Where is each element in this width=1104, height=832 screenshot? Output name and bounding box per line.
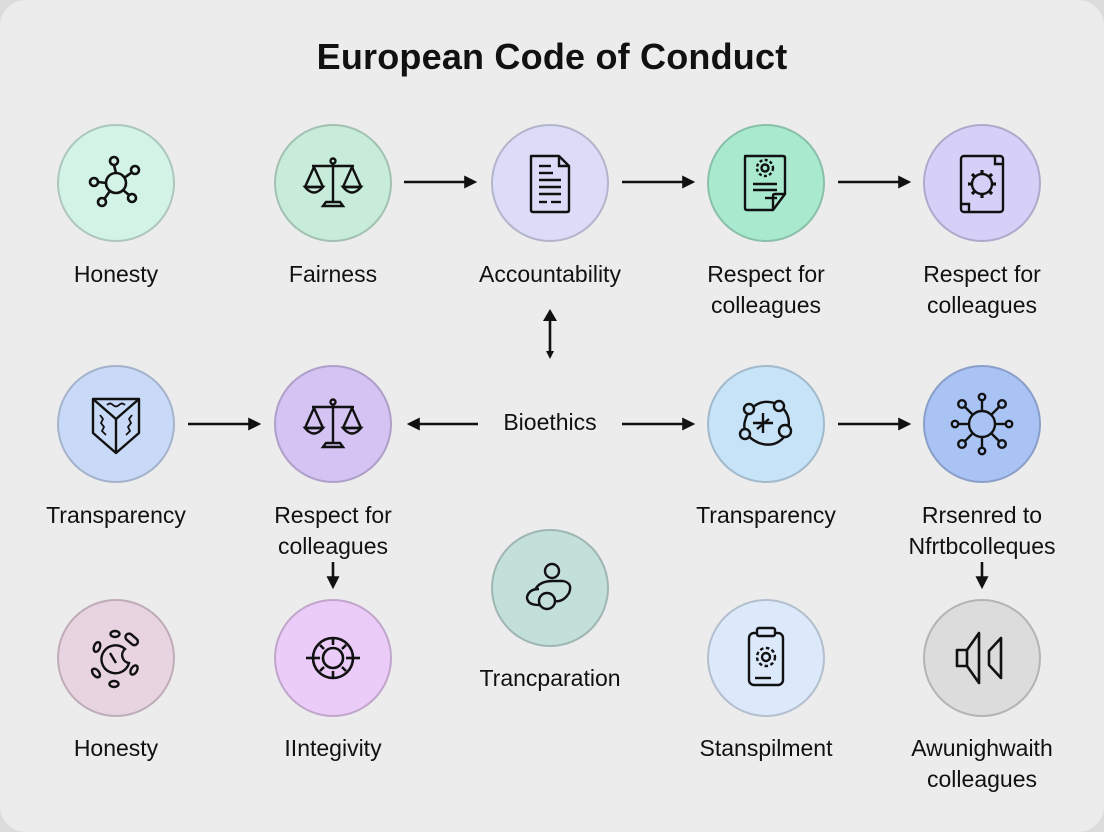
arrow-bidirectional-vertical xyxy=(543,309,557,359)
node-label: Fairness xyxy=(288,261,378,287)
arrow-right xyxy=(188,417,262,431)
node-label: Honesty xyxy=(73,261,159,287)
gear-document-icon xyxy=(743,154,787,212)
center-label-bioethics: Bioethics xyxy=(503,409,597,435)
arrow-right xyxy=(404,175,478,189)
scattered-circle-icon xyxy=(90,629,140,689)
node-label: Trancparation xyxy=(479,665,621,691)
node-label: Transparency xyxy=(696,502,836,528)
node-label: Honesty xyxy=(73,735,159,761)
document-icon xyxy=(529,154,571,214)
node-honesty-bottom xyxy=(57,599,175,717)
scales-icon xyxy=(302,157,364,208)
arrow-down xyxy=(326,562,340,590)
speaker-icon xyxy=(955,631,1003,685)
arrow-right xyxy=(838,417,912,431)
arrow-right xyxy=(622,417,696,431)
connected-cycle-icon xyxy=(738,399,793,446)
node-respect-colleagues-2 xyxy=(923,124,1041,242)
scales-icon xyxy=(302,398,364,449)
network-hub-icon xyxy=(950,392,1014,456)
shield-icon xyxy=(91,397,141,455)
diagram-title: European Code of Conduct xyxy=(316,36,788,77)
node-integivity xyxy=(274,599,392,717)
node-accountability xyxy=(491,124,609,242)
arrow-right xyxy=(838,175,912,189)
node-rrsenred-colleques xyxy=(923,365,1041,483)
node-honesty-top xyxy=(57,124,175,242)
arrow-right xyxy=(622,175,696,189)
node-label: IIntegivity xyxy=(284,735,382,761)
node-fairness xyxy=(274,124,392,242)
clipboard-gear-icon xyxy=(747,626,785,687)
node-trancparation xyxy=(491,529,609,647)
target-icon xyxy=(306,636,360,680)
node-transparency-right xyxy=(707,365,825,483)
node-transparency-left xyxy=(57,365,175,483)
gear-page-icon xyxy=(959,154,1005,214)
node-respect-colleagues-1 xyxy=(707,124,825,242)
arrow-down xyxy=(975,562,989,590)
node-label: Stanspilment xyxy=(699,735,833,761)
node-stanspilment xyxy=(707,599,825,717)
node-awunighwaith-colleagues xyxy=(923,599,1041,717)
node-respect-colleagues-3 xyxy=(274,365,392,483)
people-icon xyxy=(525,562,572,611)
network-hub-icon xyxy=(88,155,141,208)
node-label: Accountability xyxy=(479,261,621,287)
arrow-left xyxy=(406,417,478,431)
node-label: Transparency xyxy=(46,502,186,528)
